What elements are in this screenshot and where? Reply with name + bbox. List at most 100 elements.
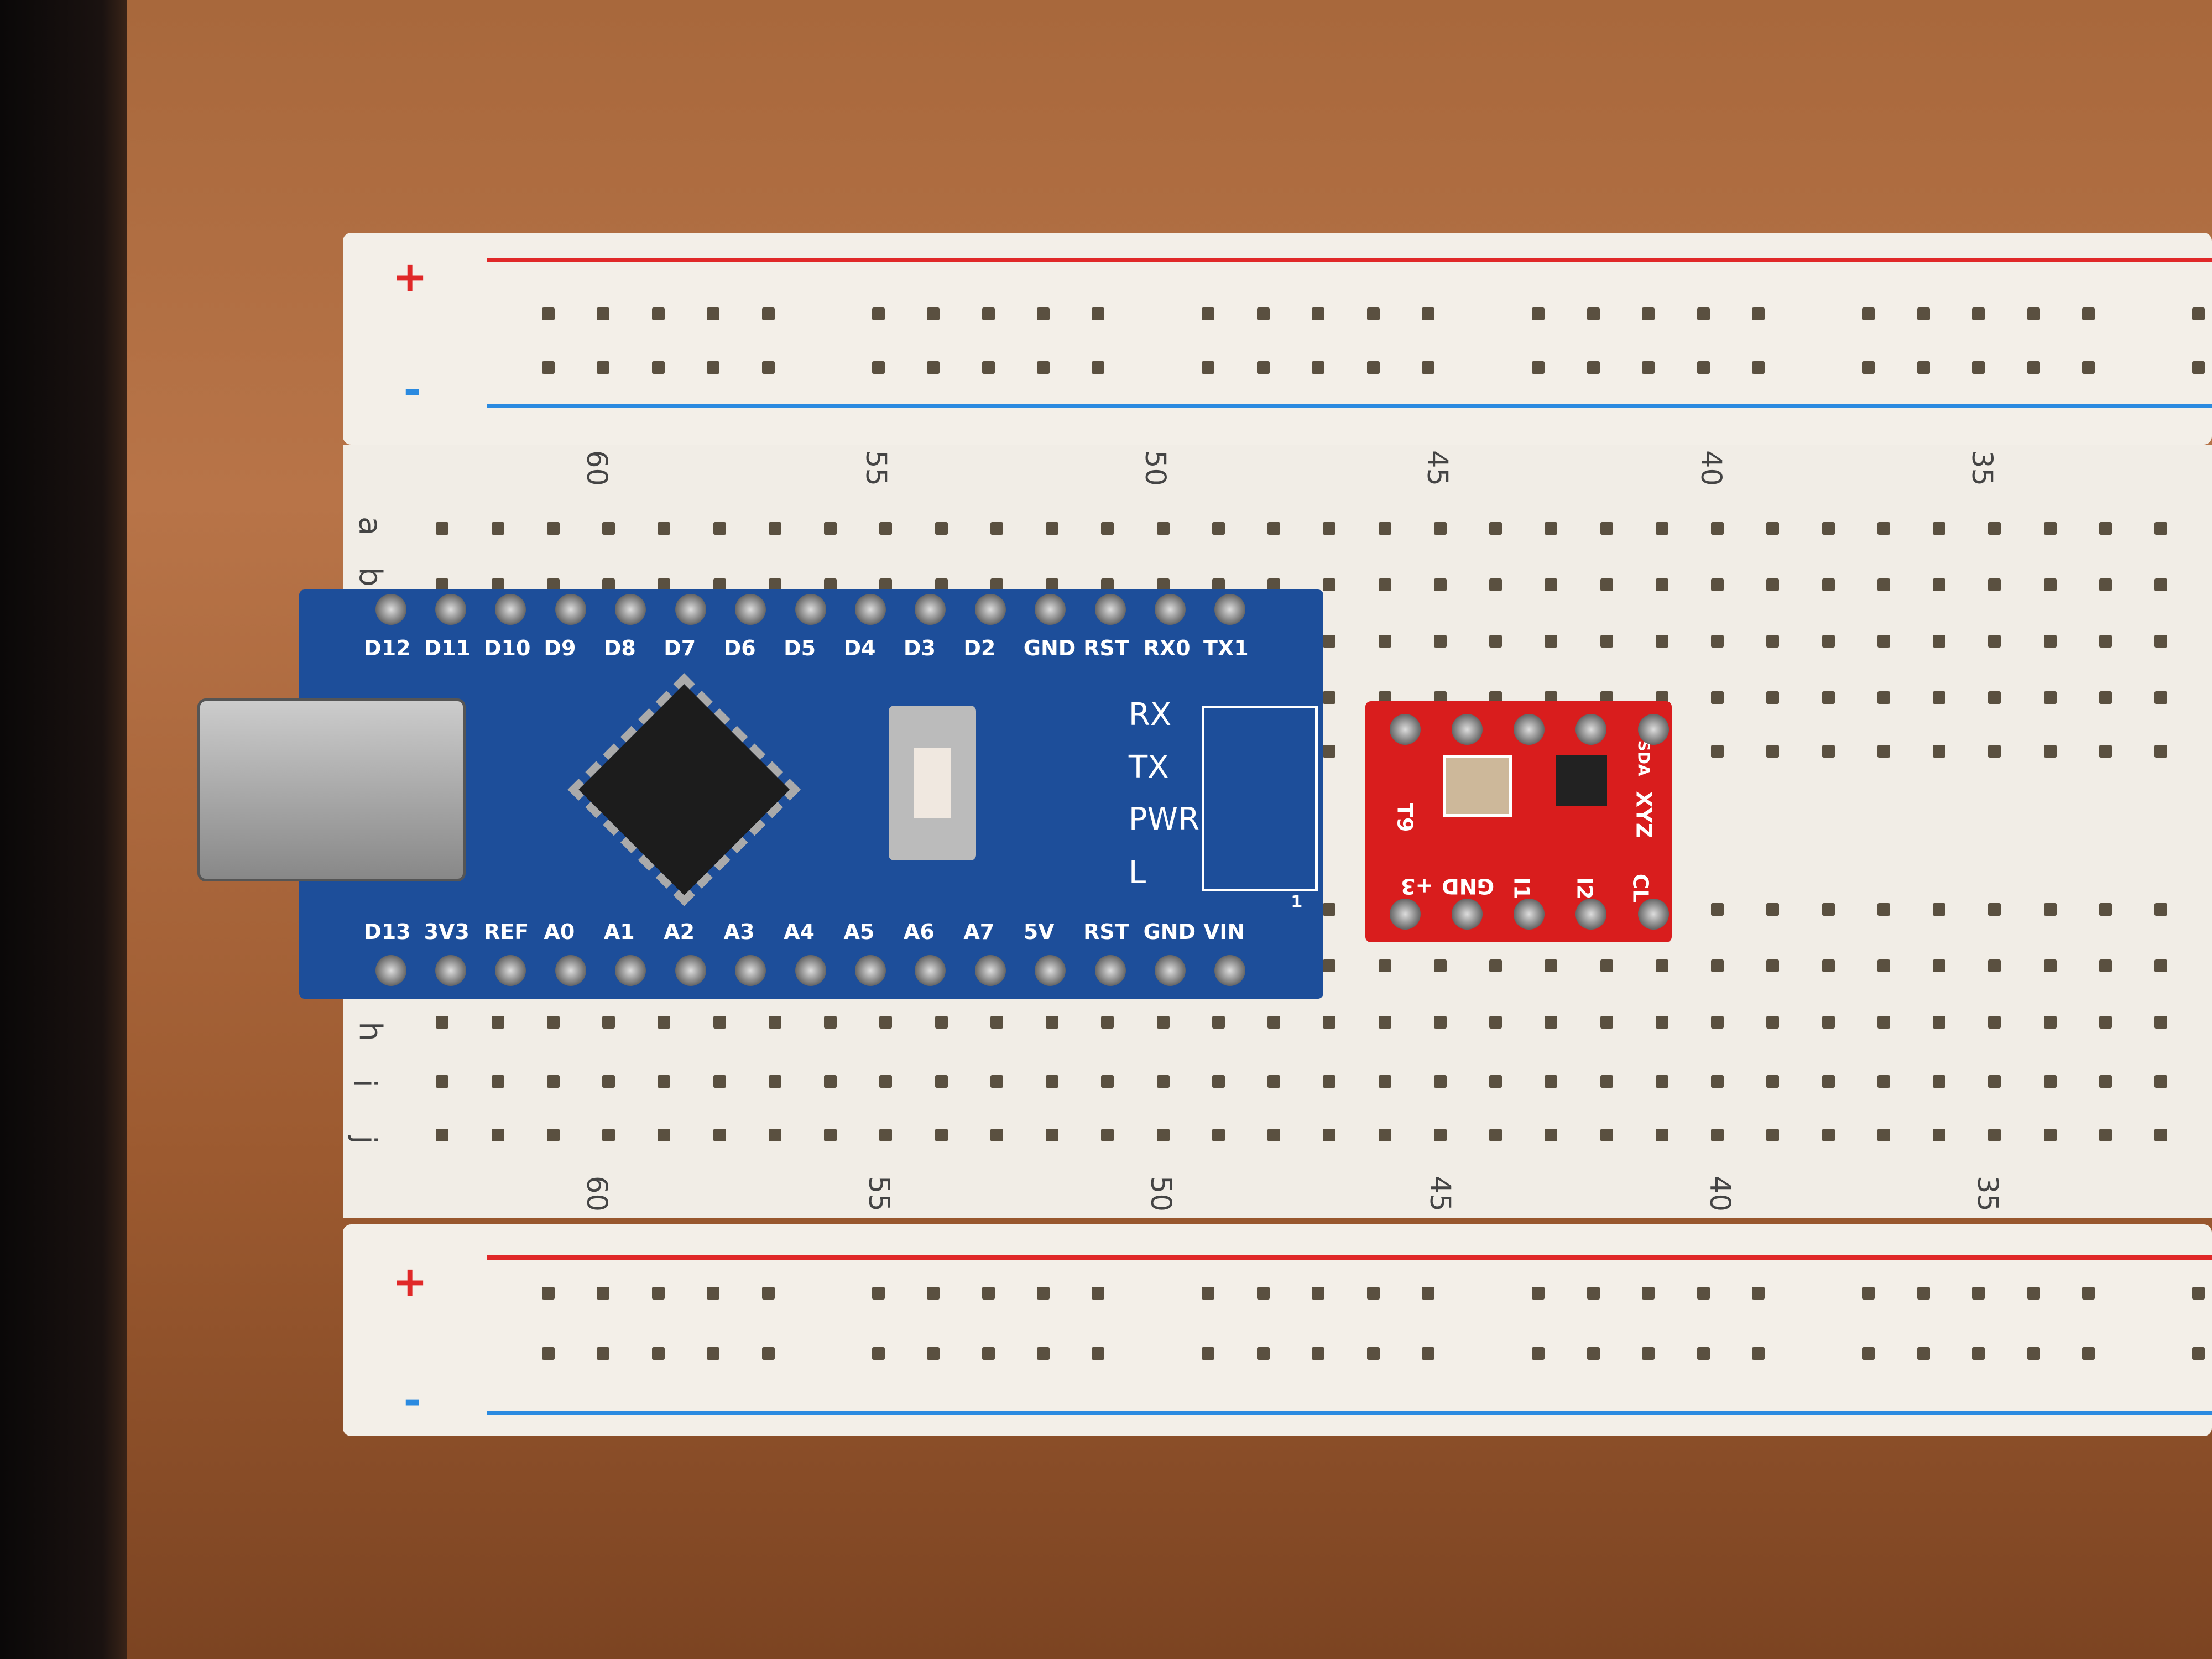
breadboard-hole — [1489, 1015, 1503, 1029]
breadboard-hole — [436, 578, 449, 591]
breadboard-hole — [1378, 578, 1391, 591]
header-pin — [1155, 955, 1186, 987]
breadboard-hole — [1545, 521, 1558, 535]
breadboard-hole — [1092, 1347, 1105, 1360]
pin-label-tx1: TX1 — [1203, 636, 1249, 661]
breadboard-hole — [1822, 744, 1835, 758]
breadboard-hole — [1545, 691, 1558, 704]
breadboard-hole — [1766, 578, 1780, 591]
header-pin — [495, 955, 526, 987]
breadboard-hole — [658, 1074, 671, 1088]
breadboard-hole — [1766, 634, 1780, 648]
sensor-pin — [1389, 713, 1421, 745]
breadboard-hole — [602, 521, 615, 535]
breadboard-hole — [1988, 521, 2001, 535]
breadboard-hole — [2154, 1074, 2168, 1088]
breadboard-hole — [990, 1015, 1003, 1029]
breadboard-hole — [1655, 521, 1668, 535]
breadboard-hole — [2082, 361, 2095, 374]
breadboard-hole — [1323, 578, 1336, 591]
top-blue-line — [487, 403, 2212, 408]
sensor-pin — [1514, 713, 1545, 745]
breadboard-hole — [1267, 1128, 1281, 1141]
breadboard-hole — [2099, 744, 2112, 758]
breadboard-hole — [982, 1286, 995, 1300]
breadboard-hole — [2099, 691, 2112, 704]
breadboard-hole — [1489, 634, 1503, 648]
breadboard-hole — [824, 1074, 837, 1088]
breadboard-hole — [2043, 959, 2057, 972]
breadboard-hole — [1202, 307, 1215, 321]
breadboard-hole — [2043, 691, 2057, 704]
breadboard-hole — [1877, 1074, 1890, 1088]
breadboard-hole — [1323, 634, 1336, 648]
breadboard-hole — [1101, 1015, 1114, 1029]
breadboard-hole — [1587, 361, 1600, 374]
breadboard-hole — [2043, 521, 2057, 535]
breadboard-hole — [1972, 307, 1985, 321]
breadboard-hole — [1877, 578, 1890, 591]
breadboard-hole — [879, 1128, 893, 1141]
breadboard-hole — [1642, 361, 1655, 374]
breadboard-hole — [707, 1286, 720, 1300]
pin-label-a7: A7 — [963, 919, 995, 944]
breadboard-hole — [1378, 959, 1391, 972]
breadboard-hole — [1489, 691, 1503, 704]
breadboard-hole — [2043, 578, 2057, 591]
breadboard-hole — [1378, 1074, 1391, 1088]
breadboard-hole — [2192, 1286, 2205, 1300]
breadboard-hole — [1532, 1286, 1545, 1300]
breadboard-hole — [2099, 902, 2112, 916]
breadboard-hole — [1212, 578, 1225, 591]
breadboard-hole — [1933, 1015, 1946, 1029]
breadboard-hole — [1917, 361, 1930, 374]
header-pin — [675, 593, 706, 625]
breadboard-hole — [1037, 307, 1050, 321]
breadboard-hole — [1822, 1015, 1835, 1029]
breadboard-hole — [491, 1015, 504, 1029]
breadboard-hole — [1766, 1074, 1780, 1088]
capacitors — [1443, 754, 1512, 817]
breadboard-hole — [1822, 902, 1835, 916]
pin-label-a0: A0 — [544, 919, 575, 944]
breadboard-hole — [1822, 578, 1835, 591]
breadboard-hole — [1988, 578, 2001, 591]
sensor-label-cl: CL — [1627, 873, 1653, 903]
sensor-label-t9: T9 — [1392, 802, 1417, 832]
breadboard-hole — [1988, 1015, 2001, 1029]
breadboard-hole — [1366, 361, 1380, 374]
bottom-blue-line — [487, 1411, 2212, 1415]
minus-sign: - — [403, 366, 421, 415]
breadboard-hole — [1037, 361, 1050, 374]
column-number: 60 — [580, 450, 613, 487]
breadboard-hole — [1877, 1015, 1890, 1029]
breadboard-hole — [541, 1347, 555, 1360]
breadboard-hole — [597, 1286, 610, 1300]
header-pin — [435, 593, 466, 625]
breadboard-hole — [1862, 1347, 1875, 1360]
led-label-l: L — [1128, 855, 1146, 891]
breadboard-hole — [541, 307, 555, 321]
breadboard-hole — [1489, 959, 1503, 972]
breadboard-hole — [1323, 744, 1336, 758]
breadboard-hole — [1711, 578, 1724, 591]
breadboard-hole — [824, 1128, 837, 1141]
breadboard-hole — [1156, 1128, 1170, 1141]
pin-label-d4: D4 — [843, 636, 876, 661]
breadboard-hole — [546, 521, 560, 535]
breadboard-hole — [768, 1015, 781, 1029]
breadboard-hole — [1642, 1347, 1655, 1360]
breadboard-hole — [1323, 1128, 1336, 1141]
breadboard-hole — [658, 521, 671, 535]
breadboard-hole — [546, 1074, 560, 1088]
breadboard-hole — [436, 521, 449, 535]
top-red-line — [487, 258, 2212, 263]
breadboard-hole — [1933, 521, 1946, 535]
column-number: 40 — [1703, 1175, 1736, 1212]
breadboard-hole — [1877, 634, 1890, 648]
breadboard-hole — [602, 1128, 615, 1141]
breadboard-hole — [1212, 1074, 1225, 1088]
breadboard-hole — [1642, 1286, 1655, 1300]
breadboard-hole — [2099, 521, 2112, 535]
bottom-power-rail — [342, 1224, 2212, 1436]
